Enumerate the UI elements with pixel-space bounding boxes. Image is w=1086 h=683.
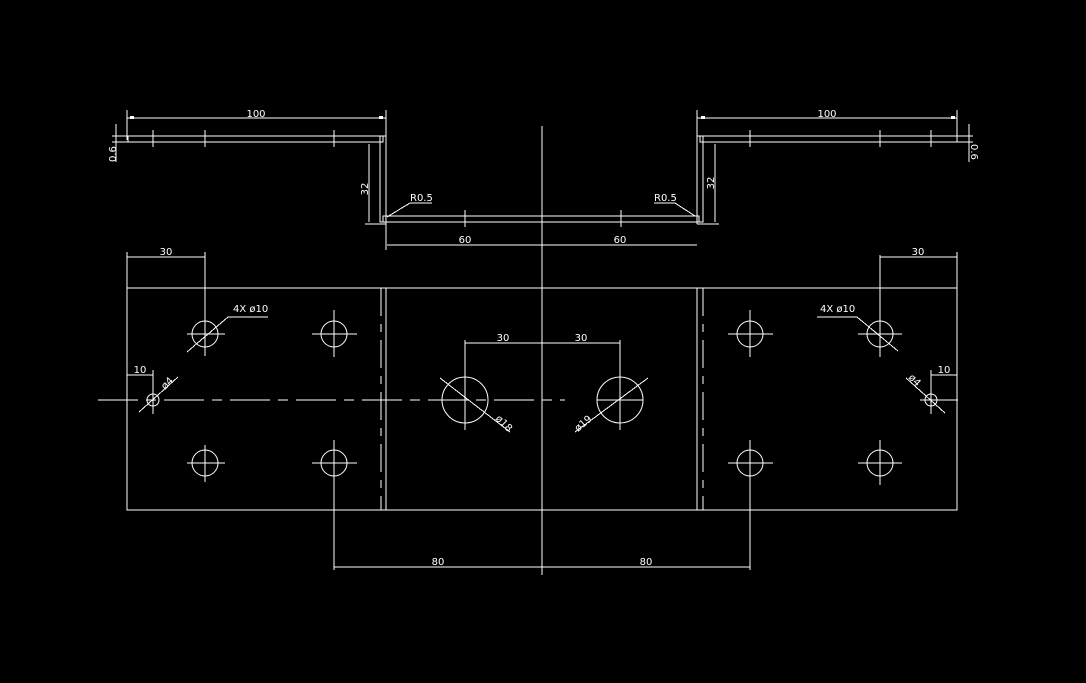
dim-bottom-left: 60	[459, 235, 472, 246]
dim-center-left-spacing: 30	[497, 333, 510, 344]
flat-view-dimensions: 30 30 10 10 30 30 80 80	[126, 247, 958, 568]
dim-left-bend-radius: R0.5	[410, 193, 433, 204]
dim-bottom-right-span: 80	[640, 557, 653, 568]
flat-pattern-view: 4X ø10 4X ø10 ø4 ø4 ø18 ø19	[98, 255, 958, 570]
dim-left-thickness: 0.6	[108, 146, 119, 162]
dim-right-bend-radius: R0.5	[654, 193, 677, 204]
dim-right-small-hole: ø4	[906, 372, 923, 389]
dim-center-right-spacing: 30	[575, 333, 588, 344]
dim-bottom-left-span: 80	[432, 557, 445, 568]
dim-left-small-hole: ø4	[159, 376, 176, 393]
dim-center-right-hole: ø19	[573, 414, 595, 435]
dim-right-small-offset: 10	[938, 365, 951, 376]
dim-right-depth: 32	[706, 177, 717, 190]
dim-left-small-offset: 10	[134, 365, 147, 376]
side-view-dimensions: 100 100 0.6 0.6 32 32 R0.5 R0.5 6	[108, 109, 979, 250]
dim-left-edge-hole: 30	[160, 247, 173, 258]
callout-left-holes: 4X ø10	[233, 304, 268, 315]
hole-group	[146, 255, 958, 570]
dim-right-thickness: 0.6	[968, 144, 979, 160]
dim-left-depth: 32	[360, 183, 371, 196]
dim-left-flange: 100	[246, 109, 265, 120]
dim-right-flange: 100	[817, 109, 836, 120]
dim-bottom-right: 60	[614, 235, 627, 246]
side-view-profile	[127, 130, 958, 227]
dim-center-left-hole: ø18	[493, 413, 514, 434]
callout-right-holes: 4X ø10	[820, 304, 855, 315]
dim-right-edge-hole: 30	[912, 247, 925, 258]
